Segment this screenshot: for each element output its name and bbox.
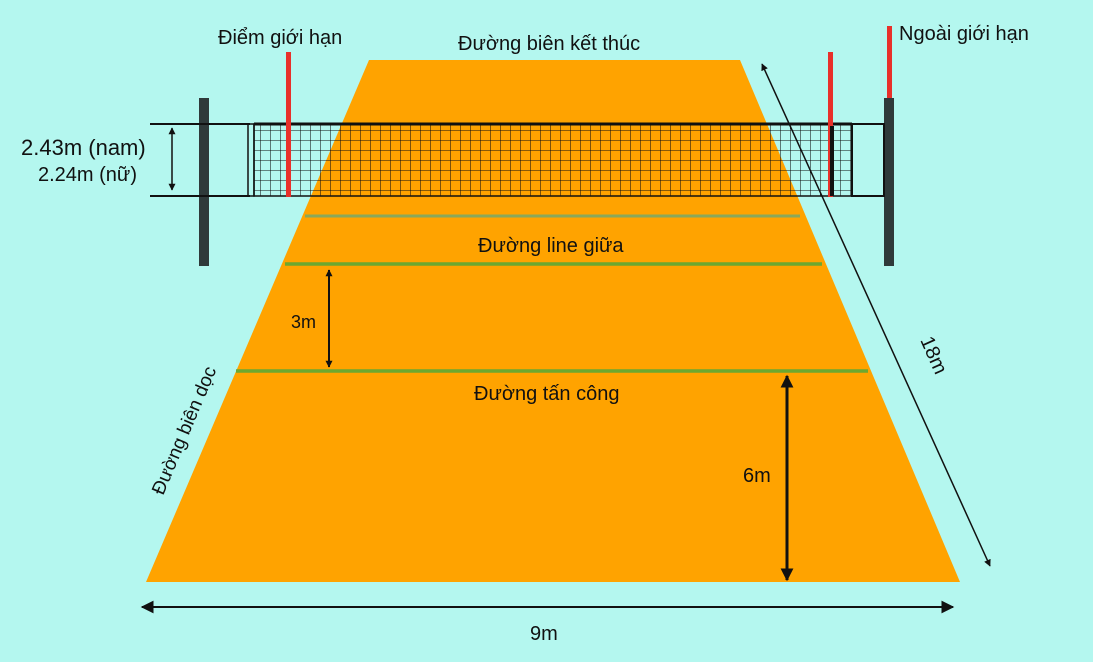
right-antenna-base bbox=[830, 126, 834, 196]
label-six-m: 6m bbox=[743, 465, 771, 487]
label-ngoai-gioi-han: Ngoài giới hạn bbox=[899, 23, 1029, 45]
label-duong-tan-cong: Đường tấn công bbox=[474, 383, 619, 405]
label-duong-bien-ket-thuc: Đường biên kết thúc bbox=[458, 33, 640, 55]
eighteen-m-arrow bbox=[761, 63, 991, 567]
label-net-height-women: 2.24m (nữ) bbox=[38, 164, 137, 186]
left-antenna bbox=[286, 52, 291, 197]
left-pole bbox=[199, 98, 209, 266]
left-net-frame bbox=[247, 123, 255, 197]
label-three-m: 3m bbox=[291, 312, 316, 332]
label-eighteen-m: 18m bbox=[915, 333, 951, 377]
right-net-frame bbox=[851, 123, 885, 197]
net-mesh bbox=[254, 124, 852, 196]
right-pole bbox=[884, 98, 894, 266]
outside-pole-red bbox=[887, 26, 892, 98]
label-net-height-men: 2.43m (nam) bbox=[21, 135, 146, 160]
label-nine-m: 9m bbox=[530, 623, 558, 645]
label-diem-gioi-han: Điểm giới hạn bbox=[218, 27, 342, 49]
label-duong-line-giua: Đường line giữa bbox=[478, 235, 624, 257]
